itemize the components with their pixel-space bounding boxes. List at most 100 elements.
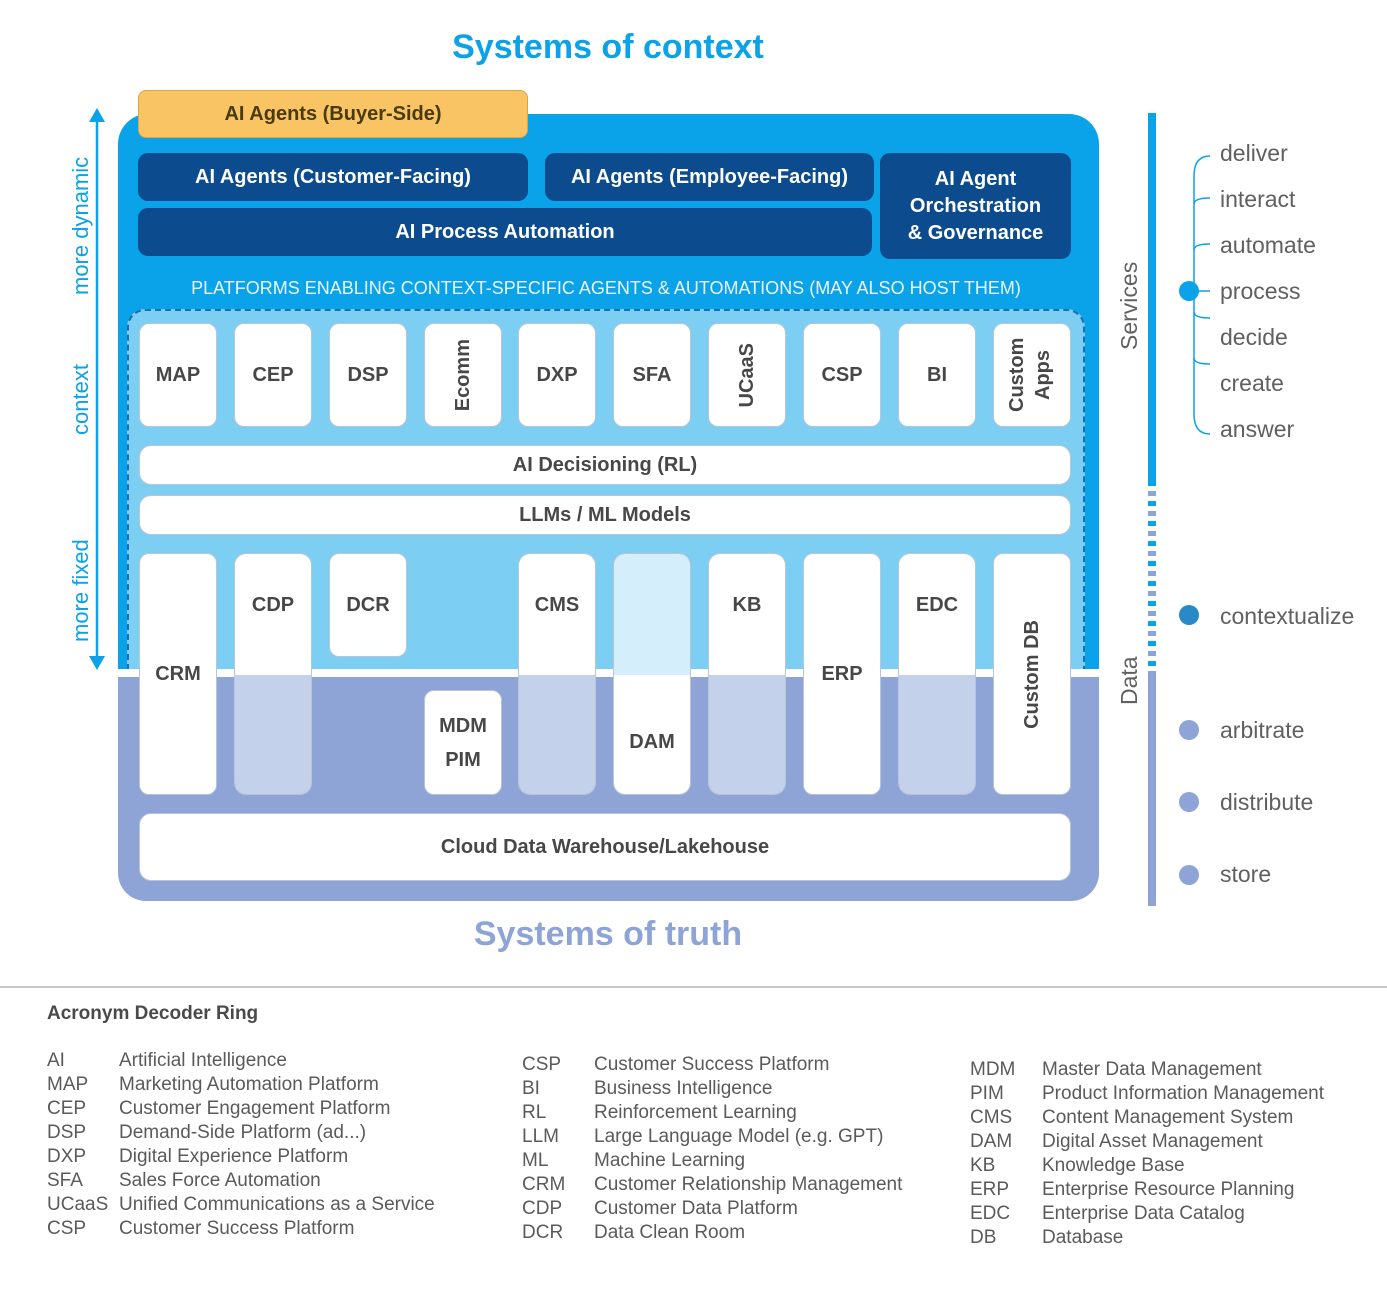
verb-automate: automate — [1220, 232, 1316, 258]
data-crm: CRM — [139, 553, 217, 795]
data-dam: DAM — [613, 553, 691, 795]
data-dcr: DCR — [329, 553, 407, 657]
systems-of-truth-title: Systems of truth — [473, 915, 743, 953]
legend-full-name: Enterprise Resource Planning — [1042, 1179, 1295, 1200]
dash-segment — [1148, 571, 1156, 576]
store-dot — [1179, 865, 1199, 885]
dash-segment — [1148, 531, 1156, 536]
arbitrate-dot — [1179, 720, 1199, 740]
services-bar — [1148, 113, 1156, 481]
verb-create: create — [1220, 370, 1284, 396]
legend-full-name: Customer Data Platform — [594, 1198, 798, 1219]
legend-full-name: Business Intelligence — [594, 1078, 773, 1099]
legend-abbr: DSP — [47, 1122, 87, 1143]
data-erp: ERP — [803, 553, 881, 795]
systems-of-context-title: Systems of context — [452, 28, 764, 66]
data-edc: EDC — [898, 553, 976, 795]
dash-segment — [1148, 501, 1156, 506]
legend-abbr: RL — [522, 1102, 547, 1123]
legend-abbr: CRM — [522, 1174, 566, 1195]
legend-abbr: CMS — [970, 1107, 1013, 1128]
legend-full-name: Content Management System — [1042, 1107, 1294, 1128]
platform-bi: BI — [898, 323, 976, 427]
legend-row: SFA Sales Force Automation — [47, 1170, 435, 1194]
legend-abbr: DAM — [970, 1131, 1013, 1152]
dash-segment — [1148, 601, 1156, 606]
platform-cep: CEP — [234, 323, 312, 427]
data-edc-label: EDC — [915, 594, 959, 616]
legend-abbr: BI — [522, 1078, 540, 1099]
legend-abbr: PIM — [970, 1083, 1004, 1104]
data-pim-label: PIM — [445, 748, 481, 771]
axis-more-fixed: more fixed — [68, 539, 93, 642]
distribute-dot — [1179, 792, 1199, 812]
cloud-data-warehouse: Cloud Data Warehouse/Lakehouse — [139, 813, 1071, 881]
legend-abbr: CSP — [47, 1218, 87, 1239]
axis-context: context — [68, 364, 93, 435]
services-data-dashed-transition — [1148, 481, 1156, 676]
legend-abbr: LLM — [522, 1126, 559, 1147]
legend-full-name: Customer Success Platform — [594, 1054, 830, 1075]
verb-arbitrate: arbitrate — [1220, 717, 1305, 743]
dash-segment — [1148, 631, 1156, 636]
orchestration-line-2: Orchestration — [909, 194, 1042, 217]
orchestration-line-1: AI Agent — [934, 167, 1017, 190]
axis-more-dynamic: more dynamic — [68, 156, 93, 295]
legend-abbr: ERP — [970, 1179, 1010, 1200]
verb-distribute: distribute — [1220, 789, 1314, 815]
legend-full-name: Digital Experience Platform — [119, 1146, 349, 1167]
legend-full-name: Data Clean Room — [594, 1222, 746, 1243]
legend-abbr: SFA — [47, 1170, 83, 1191]
legend-abbr: UCaaS — [47, 1194, 109, 1215]
data-label: Data — [1116, 656, 1142, 705]
data-bar — [1148, 676, 1156, 906]
legend-abbr: DXP — [47, 1146, 87, 1167]
platform-dsp: DSP — [329, 323, 407, 427]
dash-segment — [1148, 581, 1156, 586]
legend-row: ERP Enterprise Resource Planning — [970, 1179, 1324, 1203]
data-cdp: CDP — [234, 553, 312, 795]
llm-ml-models-layer: LLMs / ML Models — [139, 495, 1071, 535]
legend-abbr: AI — [47, 1050, 65, 1071]
platform-custom-apps: Custom Apps — [993, 323, 1071, 427]
data-kb: KB — [708, 553, 786, 795]
verb-store: store — [1220, 861, 1272, 887]
dash-segment — [1148, 491, 1156, 496]
orchestration-line-3: & Governance — [907, 221, 1044, 244]
dash-segment — [1148, 621, 1156, 626]
legend-full-name: Digital Asset Management — [1042, 1131, 1263, 1152]
platform-ecomm-label: Ecomm — [451, 338, 474, 412]
data-cdp-label: CDP — [251, 594, 295, 616]
platform-ucaas-label: UCaaS — [735, 342, 758, 408]
dash-segment — [1148, 661, 1156, 666]
ai-agents-buyer-side: AI Agents (Buyer-Side) — [138, 90, 528, 138]
legend-divider — [0, 986, 1387, 988]
platform-ucaas: UCaaS — [708, 323, 786, 427]
dash-segment — [1148, 561, 1156, 566]
left-axis-arrow — [89, 108, 105, 670]
legend-row: DXP Digital Experience Platform — [47, 1146, 435, 1170]
contextualize-dot — [1179, 605, 1199, 625]
verb-contextualize: contextualize — [1220, 603, 1355, 629]
legend-abbr: CEP — [47, 1098, 87, 1119]
ai-decisioning-layer: AI Decisioning (RL) — [139, 445, 1071, 485]
data-kb-label: KB — [732, 594, 762, 616]
platform-sfa: SFA — [613, 323, 691, 427]
legend-full-name: Sales Force Automation — [119, 1170, 321, 1191]
platform-custom-apps-label: Custom Apps — [1006, 337, 1054, 413]
legend-full-name: Database — [1042, 1227, 1124, 1248]
process-dot — [1179, 281, 1199, 301]
